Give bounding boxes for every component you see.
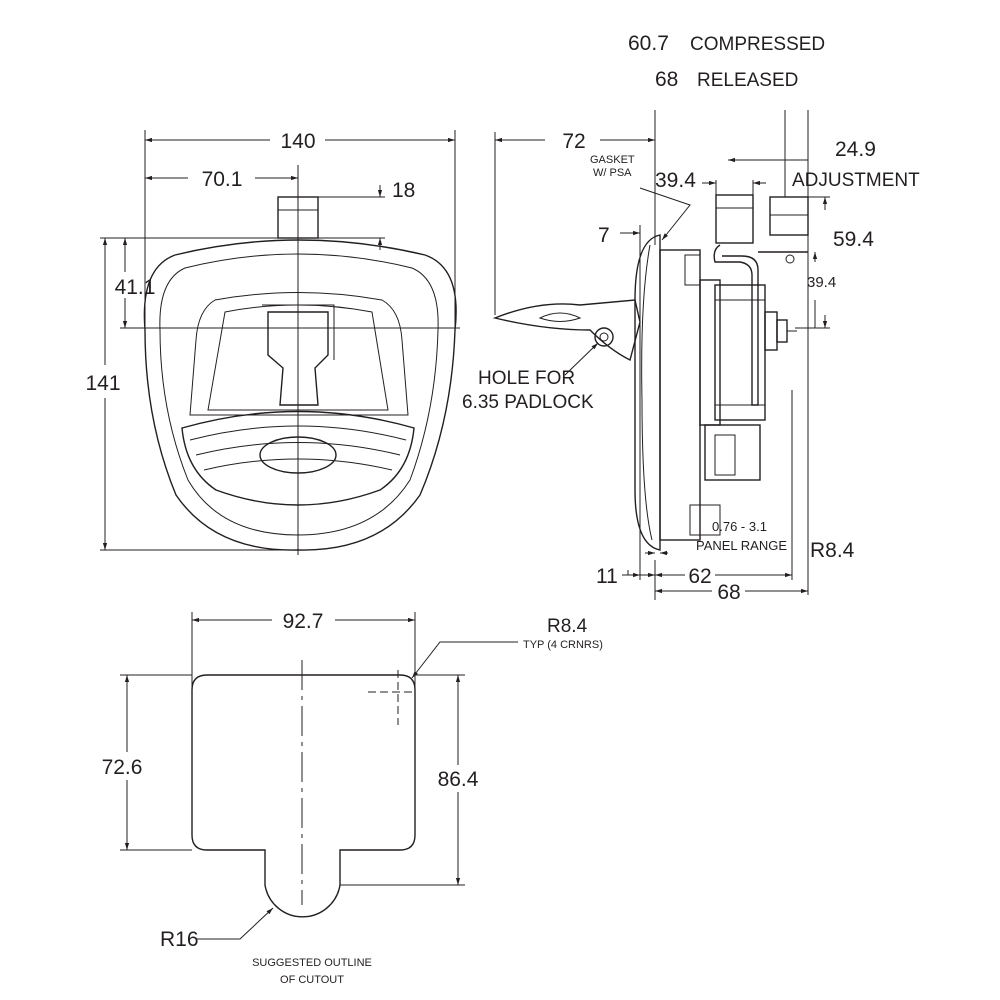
dim-62: 62 (688, 565, 711, 588)
adjustment-label: ADJUSTMENT (792, 170, 920, 191)
dim-41-1: 41.1 (115, 276, 156, 299)
handle-recess (189, 292, 409, 416)
latch-body-inner (159, 253, 439, 536)
released-value: 68 (655, 68, 678, 91)
dim-11: 11 (596, 565, 618, 588)
panel-range-value: 0.76 - 3.1 (712, 519, 767, 534)
caption-line-2: OF CUTOUT (280, 974, 344, 986)
dim-72-6: 72.6 (102, 756, 143, 779)
cutout-outline (191, 674, 416, 918)
corner-note: TYP (4 CRNRS) (523, 639, 603, 651)
dim-140: 140 (280, 130, 315, 153)
cutout-view: 92.7 R8.4 TYP (4 CRNRS) 72.6 86.4 R16 SU… (102, 610, 603, 986)
dim-141: 141 (85, 372, 120, 395)
padlock-label-1: HOLE FOR (478, 368, 575, 389)
dim-92-7: 92.7 (283, 610, 324, 633)
flange (634, 234, 661, 551)
bolt-left (715, 194, 754, 244)
latch-body-outline (143, 239, 457, 551)
cam-body (714, 284, 766, 421)
side-view: 60.7 COMPRESSED 68 RELEASED (462, 32, 920, 604)
panel-range-label: PANEL RANGE (696, 538, 787, 553)
dim-70-1: 70.1 (202, 168, 243, 191)
dim-39-4-right: 39.4 (807, 274, 836, 291)
dim-24-9: 24.9 (835, 138, 876, 161)
housing (659, 249, 701, 541)
radius-r16: R16 (160, 928, 199, 951)
front-view: 140 70.1 18 41.1 141 (85, 130, 460, 555)
caption-line-1: SUGGESTED OUTLINE (252, 957, 372, 969)
dim-86-4: 86.4 (438, 768, 479, 791)
gasket-label-1: GASKET (590, 154, 635, 166)
handle-paddle (181, 410, 415, 506)
dim-18: 18 (392, 179, 415, 202)
dim-59-4: 59.4 (833, 228, 874, 251)
released-label: RELEASED (697, 70, 798, 91)
dim-7: 7 (598, 224, 610, 247)
dim-68: 68 (717, 581, 740, 604)
compressed-value: 60.7 (628, 32, 669, 55)
trigger (267, 311, 329, 406)
radius-r8-4-side: R8.4 (810, 539, 855, 562)
gasket-label-2: W/ PSA (593, 167, 632, 179)
dim-39-4-top: 39.4 (655, 169, 696, 192)
padlock-hole (594, 327, 614, 347)
corner-radius: R8.4 (547, 616, 588, 637)
compressed-label: COMPRESSED (690, 34, 825, 55)
dim-72: 72 (562, 130, 585, 153)
bolt-right (769, 196, 809, 236)
padlock-label-2: 6.35 PADLOCK (462, 392, 594, 413)
handle (492, 299, 641, 362)
